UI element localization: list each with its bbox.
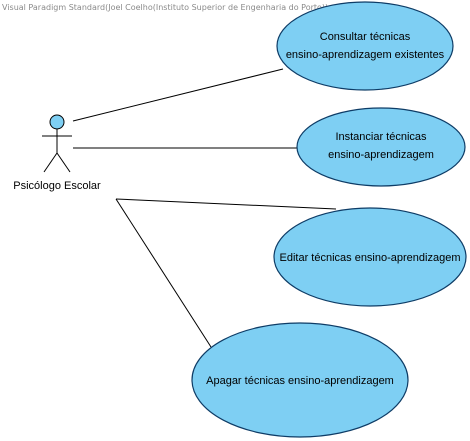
- use-case-consultar[interactable]: Consultar técnicas ensino-aprendizagem e…: [276, 1, 454, 91]
- use-case-editar[interactable]: Editar técnicas ensino-aprendizagem: [273, 207, 467, 307]
- association-consultar[interactable]: [72, 68, 284, 122]
- use-case-label-line-2: ensino-aprendizagem existentes: [286, 49, 445, 61]
- actor-label: Psicólogo Escolar: [13, 180, 101, 192]
- use-case-label: Editar técnicas ensino-aprendizagem: [280, 252, 461, 264]
- use-case-ellipse: [273, 207, 467, 307]
- use-case-label-line-2: ensino-aprendizagem: [328, 149, 434, 161]
- use-case-instanciar[interactable]: Instanciar técnicas ensino-aprendizagem: [296, 107, 466, 187]
- actor-left-leg: [43, 152, 58, 173]
- actor-head: [49, 114, 65, 130]
- use-case-ellipse: [276, 1, 454, 91]
- actor-right-leg: [56, 152, 71, 173]
- watermark-text: Visual Paradigm Standard(Joel Coelho(Ins…: [2, 3, 329, 12]
- use-case-label: Apagar técnicas ensino-aprendizagem: [206, 375, 394, 387]
- use-case-label-line-1: Consultar técnicas: [320, 31, 411, 43]
- actor-psicologo-escolar[interactable]: Psicólogo Escolar: [13, 114, 101, 192]
- use-case-ellipse: [296, 107, 466, 187]
- use-case-ellipse: [191, 322, 409, 438]
- association-apagar[interactable]: [115, 198, 212, 348]
- association-editar[interactable]: [115, 198, 337, 210]
- use-case-label-line-1: Instanciar técnicas: [335, 131, 427, 143]
- use-case-apagar[interactable]: Apagar técnicas ensino-aprendizagem: [191, 322, 409, 438]
